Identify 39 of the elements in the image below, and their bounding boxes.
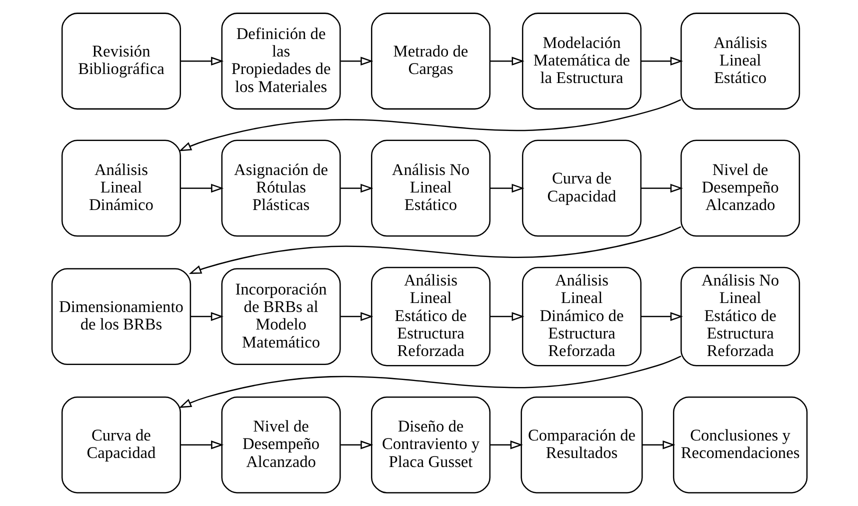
arrow — [340, 440, 373, 450]
node-box: Definición de las Propiedades de los Materiales — [220, 12, 340, 110]
node-box: Análisis Lineal Dinámico — [60, 140, 180, 237]
node-box: Análisis Lineal Estático de Estructura Reforzada — [370, 266, 490, 366]
arrow — [642, 440, 675, 450]
arrow — [640, 184, 682, 193]
arrow — [640, 56, 682, 66]
node-box: Incorporación de BRBs al Modelo Matemático — [220, 268, 340, 365]
node-box: Comparación de Resultados — [520, 396, 642, 494]
arrow — [190, 312, 224, 321]
arrow — [180, 56, 224, 66]
arrow — [180, 184, 224, 193]
node-box: Modelación Matemática de la Estructura — [521, 12, 641, 110]
arrow — [340, 56, 373, 66]
arrow — [490, 184, 524, 193]
node-box: Nivel de Desempeño Alcanzado — [680, 140, 800, 237]
node-box: Curva de Capacidad — [60, 396, 180, 494]
node-box: Asignación de Rótulas Plásticas — [220, 140, 340, 237]
node-box: Nivel de Desempeño Alcanzado — [220, 396, 340, 494]
arrow — [490, 440, 522, 450]
arrow — [180, 440, 224, 450]
arrow — [340, 312, 373, 321]
node-box: Dimensionamiento de los BRBs — [50, 268, 191, 365]
arrow — [178, 99, 681, 152]
node-box: Análisis No Lineal Estático de Estructura Reforzada — [680, 266, 800, 366]
arrow — [490, 56, 524, 66]
arrow — [178, 356, 681, 408]
arrow — [188, 226, 681, 274]
node-box: Análisis Lineal Dinámico de Estructura Reforzada — [521, 266, 641, 366]
node-box: Metrado de Cargas — [370, 12, 490, 110]
arrow — [340, 184, 373, 193]
arrow — [490, 312, 524, 321]
node-box: Análisis No Lineal Estático — [370, 140, 490, 237]
node-box: Curva de Capacidad — [521, 140, 641, 237]
node-box: Diseño de Contraviento y Placa Gusset — [370, 396, 490, 494]
node-box: Conclusiones y Recomendaciones — [672, 396, 808, 494]
node-box: Análisis Lineal Estático — [680, 12, 800, 110]
arrow — [640, 312, 682, 321]
node-box: Revisión Bibliográfica — [60, 12, 180, 110]
